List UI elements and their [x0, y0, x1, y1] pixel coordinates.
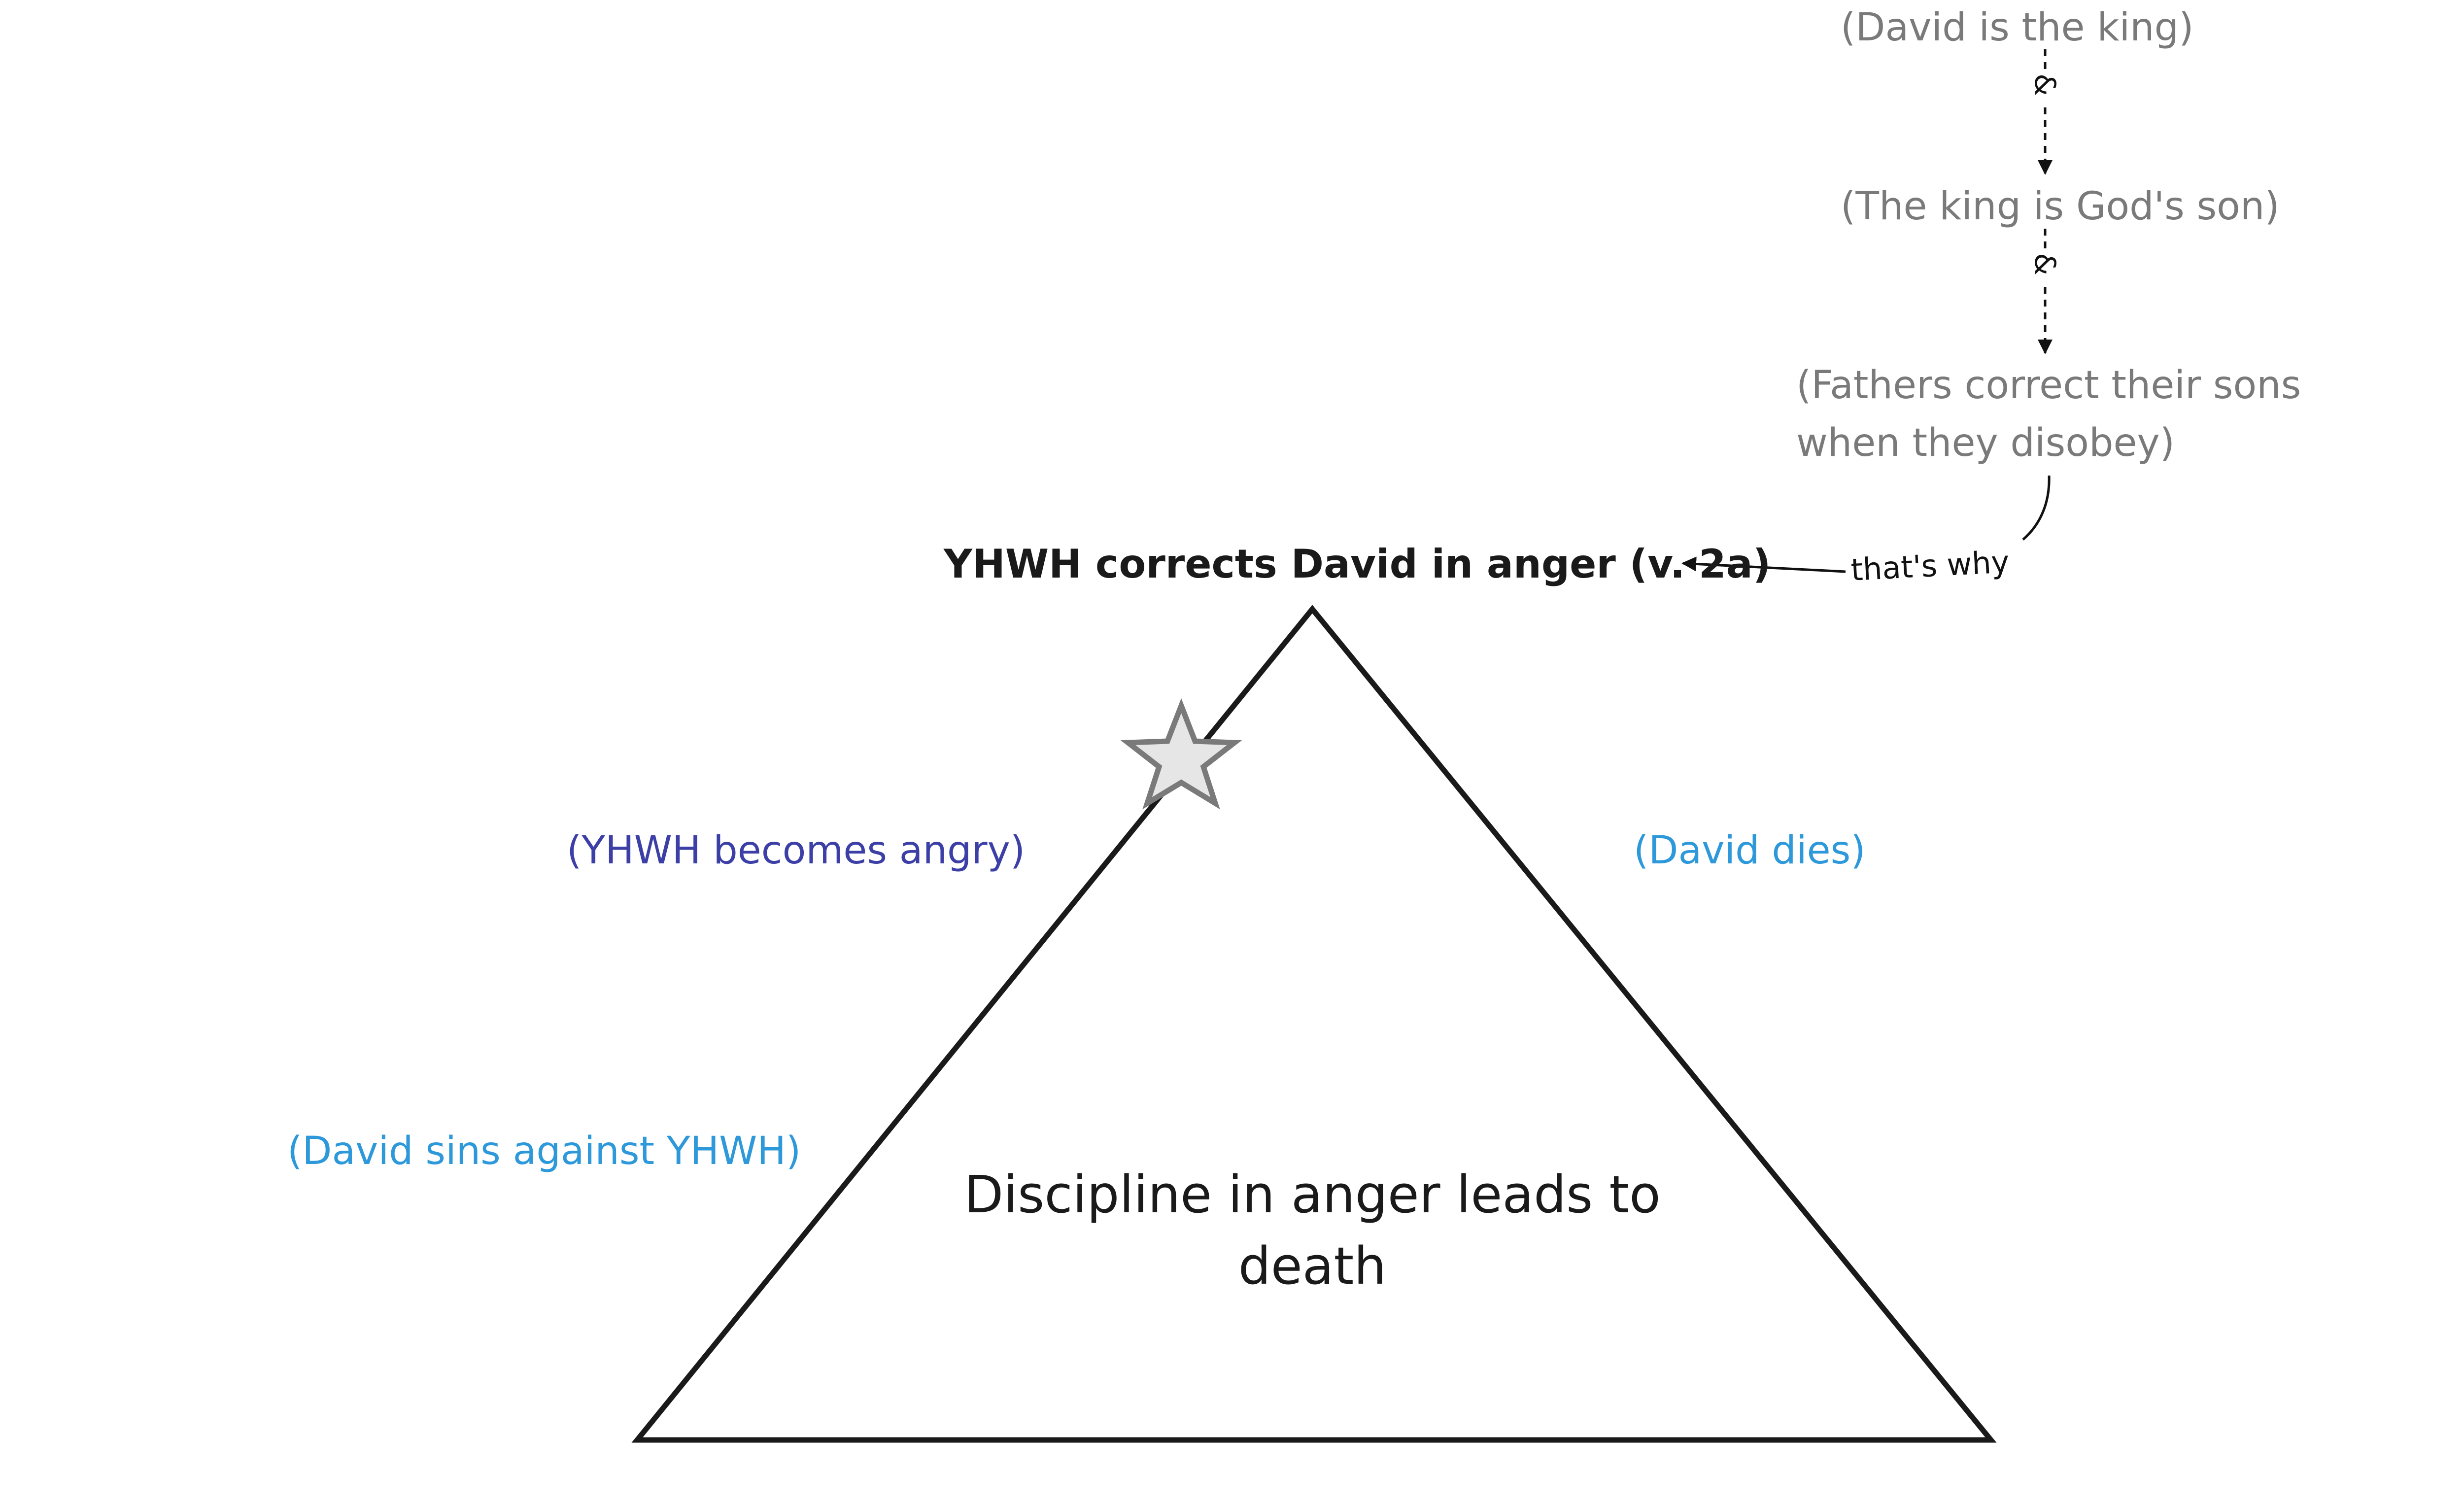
triangle-label-line2: death [1238, 1236, 1386, 1296]
conclusion-heading: YHWH corrects David in anger (v. 2a) [943, 541, 1771, 587]
note-yhwh-becomes-angry: (YHWH becomes angry) [567, 828, 1025, 873]
triangle-label-line1: Discipline in anger leads to [964, 1164, 1661, 1225]
star-icon [1120, 698, 1242, 810]
premise-fathers-correct-line1: (Fathers correct their sons [1796, 363, 2301, 408]
note-david-sins: (David sins against YHWH) [287, 1129, 801, 1173]
note-david-dies: (David dies) [1634, 828, 1866, 873]
premise-fathers-correct-line2: when they disobey) [1796, 421, 2175, 465]
reason-connector-curve [2022, 475, 2051, 541]
discipline-triangle [631, 605, 1997, 1443]
reason-label: that's why [1850, 544, 2010, 588]
reason-arrow [1681, 556, 1846, 573]
premise-king-is-gods-son: (The king is God's son) [1841, 184, 2280, 229]
link-ampersand-1: & [2028, 73, 2062, 96]
link-ampersand-2: & [2028, 253, 2062, 275]
premise-david-is-king: (David is the king) [1841, 5, 2194, 50]
